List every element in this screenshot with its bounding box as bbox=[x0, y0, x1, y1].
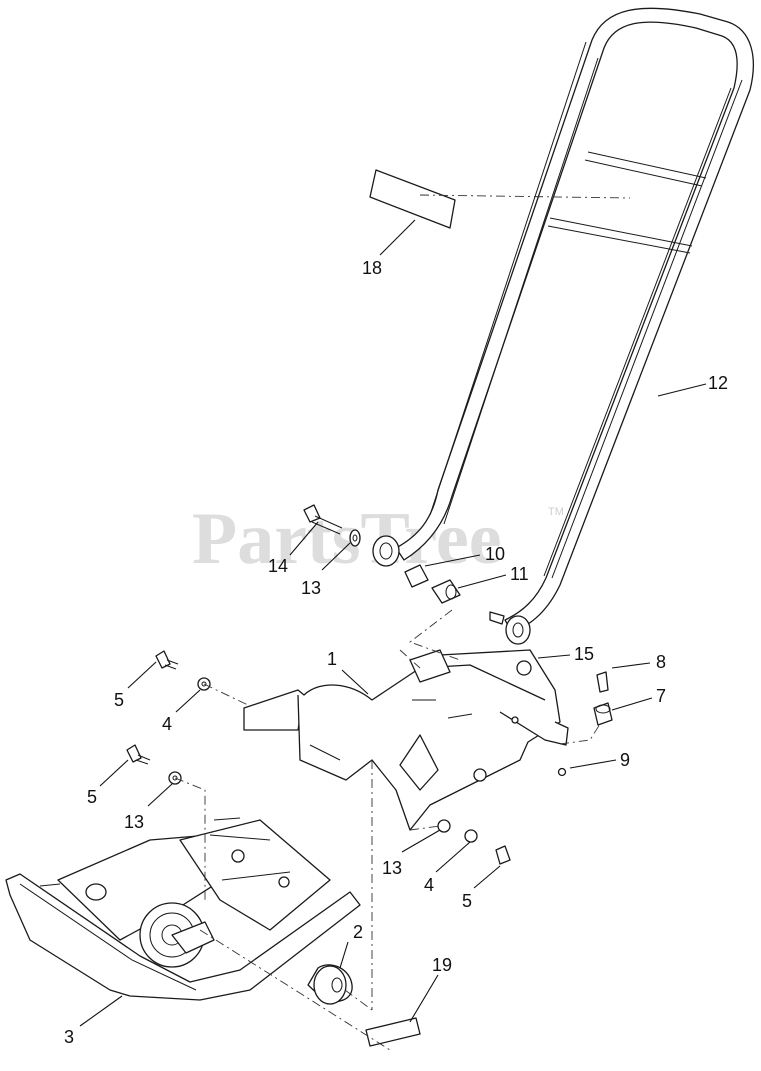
assembly-lines bbox=[174, 194, 631, 1051]
callout-14: 14 bbox=[268, 556, 288, 576]
left-hardware bbox=[126, 650, 511, 865]
callout-1: 1 bbox=[327, 649, 337, 669]
part-18-decal bbox=[369, 169, 456, 229]
part-1-frame bbox=[243, 649, 569, 831]
callout-10: 10 bbox=[485, 544, 505, 564]
callout-7: 7 bbox=[656, 686, 666, 706]
callout-19: 19 bbox=[432, 955, 452, 975]
callout-13-handle: 13 bbox=[301, 578, 321, 598]
callout-13-left: 13 bbox=[124, 812, 144, 832]
part-3-base-plate bbox=[5, 817, 361, 1001]
callout-5-upper: 5 bbox=[114, 690, 124, 710]
watermark: PartsTree TM bbox=[192, 498, 564, 580]
callout-4-upper: 4 bbox=[162, 714, 172, 734]
callout-5-lower: 5 bbox=[462, 891, 472, 911]
callout-2: 2 bbox=[353, 922, 363, 942]
part-19-decal bbox=[365, 1017, 421, 1047]
callout-labels: 18 12 14 13 10 11 1 15 8 7 9 5 4 5 13 13… bbox=[64, 258, 728, 1047]
callout-9: 9 bbox=[620, 750, 630, 770]
callout-leaders bbox=[79, 219, 707, 1027]
callout-11: 11 bbox=[510, 564, 529, 584]
callout-13-lower: 13 bbox=[382, 858, 402, 878]
part-12-handle bbox=[372, 7, 754, 645]
callout-5-middle: 5 bbox=[87, 787, 97, 807]
watermark-text: PartsTree bbox=[192, 498, 502, 580]
callout-18: 18 bbox=[362, 258, 382, 278]
watermark-tm: TM bbox=[548, 506, 564, 518]
callout-4-lower: 4 bbox=[424, 875, 434, 895]
callout-8: 8 bbox=[656, 652, 666, 672]
callout-12: 12 bbox=[708, 373, 728, 393]
right-hardware bbox=[516, 660, 613, 777]
callout-3: 3 bbox=[64, 1027, 74, 1047]
handle-hardware bbox=[303, 504, 461, 604]
callout-15: 15 bbox=[574, 644, 594, 664]
part-2-mount bbox=[307, 964, 353, 1005]
